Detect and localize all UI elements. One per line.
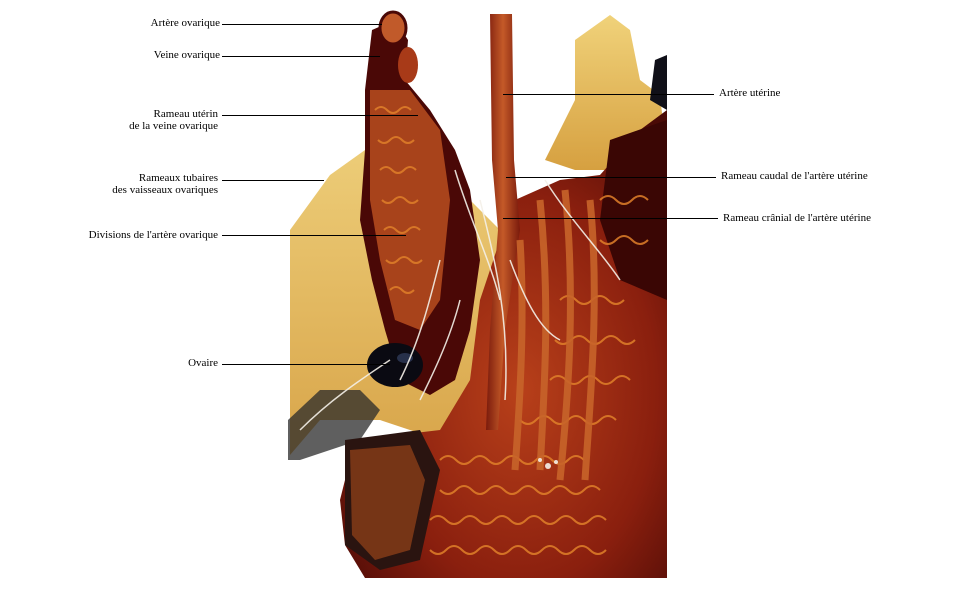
arterial-branches: [511, 189, 598, 481]
label-ovarian-artery-divisions: Divisions de l'artère ovarique: [88, 229, 218, 241]
label-uterine-branch-ovarian-vein: Rameau utérin de la veine ovarique: [129, 108, 218, 132]
label-caudal-branch-uterine-artery: Rameau caudal de l'artère utérine: [721, 170, 868, 182]
uterine-artery: [486, 14, 520, 430]
right-dark-block: [600, 120, 667, 300]
dark-veil: [288, 390, 380, 460]
leader-line-ovarian-artery-divisions: [222, 235, 406, 236]
label-cranial-branch-uterine-artery: Rameau crânial de l'artère utérine: [723, 212, 871, 224]
leader-line-tubal-branches: [222, 180, 324, 181]
label-ovarian-artery: Artère ovarique: [150, 17, 220, 29]
ovarian-artery-top: [378, 10, 408, 46]
ovary: [367, 343, 423, 387]
leader-line-uterine-artery: [503, 94, 714, 95]
label-ovarian-vein: Veine ovarique: [153, 49, 220, 61]
coiled-vessels: [370, 90, 450, 330]
label-tubal-branches: Rameaux tubaires des vaisseaux ovariques: [112, 172, 218, 196]
leader-line-ovarian-vein: [222, 56, 380, 57]
white-fibers: [299, 169, 621, 431]
leader-line-uterine-branch-vein: [222, 115, 418, 116]
leader-line-cranial-branch: [503, 218, 718, 219]
leader-line-ovarian-artery: [222, 24, 382, 25]
label-uterine-artery: Artère utérine: [719, 87, 781, 99]
label-ovary: Ovaire: [188, 357, 218, 369]
leader-line-caudal-branch: [506, 177, 716, 178]
leader-line-ovary: [222, 364, 390, 365]
